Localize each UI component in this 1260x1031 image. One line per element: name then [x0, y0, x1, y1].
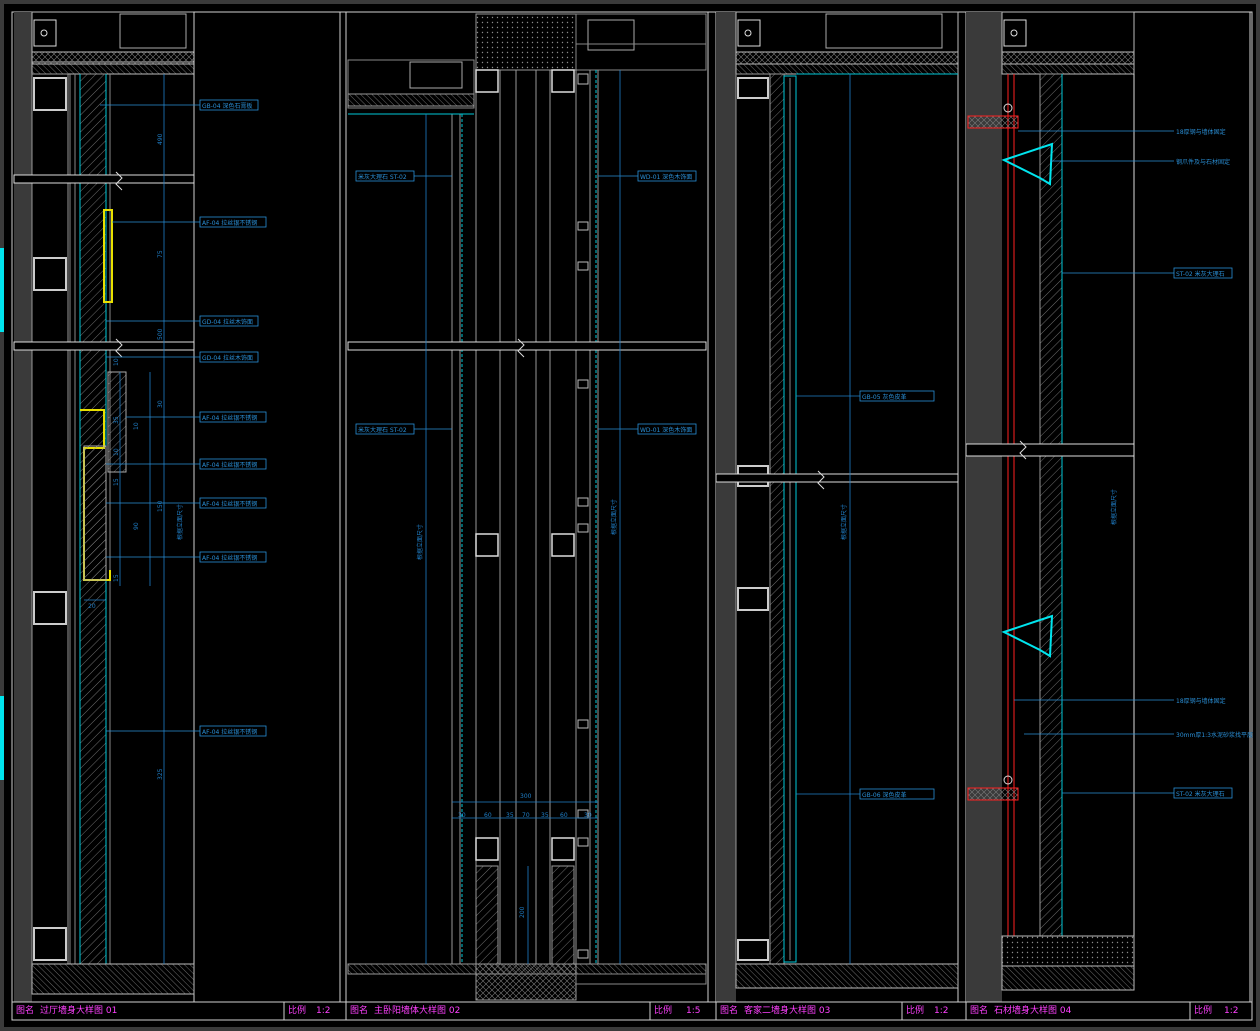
dim: 15	[113, 574, 120, 582]
vertical-note: 根据立面尺寸	[416, 524, 424, 560]
callout: 18厚钢与墙体固定	[1176, 128, 1226, 136]
callout: AF-04 拉丝银不锈钢	[202, 461, 257, 469]
panel-3-scale: 1:2	[934, 1006, 949, 1016]
panel-2-title: 主卧阳墙体大样图 02	[374, 1006, 461, 1016]
callout: GD-04 拉丝木饰面	[202, 318, 253, 326]
panel-4-title: 石材墙身大样图 04	[994, 1006, 1072, 1016]
callout: WD-01 深色木饰面	[640, 426, 692, 434]
panel-1-scale: 1:2	[316, 1006, 331, 1016]
panel-3-scale-label: 比例	[906, 1006, 925, 1016]
vertical-note: 根据立面尺寸	[840, 504, 848, 540]
callout: ST-02 米灰大理石	[1176, 790, 1225, 798]
panel-2-detail: 米灰大理石 ST-02 WD-01 深色木饰面 米灰大理石 ST-02 WD-0…	[345, 11, 709, 1003]
vertical-note: 根据立面尺寸	[610, 499, 618, 535]
callout: AF-04 拉丝银不锈钢	[202, 728, 257, 736]
dim: 75	[157, 250, 164, 258]
side-marker	[0, 696, 4, 780]
dim: 70	[522, 812, 530, 819]
panel-2-scale-label: 比例	[654, 1006, 673, 1016]
panel-1-title: 过厅墙身大样图 01	[40, 1006, 118, 1016]
dim: 35	[113, 416, 120, 424]
callout: AF-04 拉丝银不锈钢	[202, 500, 257, 508]
callout: WD-01 深色木饰面	[640, 173, 692, 181]
dim: 30	[458, 812, 466, 819]
panel-3-detail: GB-05 灰色皮革 GB-06 深色皮革 根据立面尺寸	[715, 11, 959, 1003]
panel-1-scale-label: 比例	[288, 1006, 307, 1016]
callout: 钢爪件及与石材固定	[1176, 158, 1230, 166]
dim: 30	[584, 812, 592, 819]
panel-2-scale: 1:5	[686, 1006, 701, 1016]
dim: 300	[520, 793, 532, 800]
dim: 150	[157, 500, 164, 512]
dim: 490	[157, 133, 164, 145]
dim: 200	[519, 906, 526, 918]
dim: 10	[113, 448, 120, 456]
dim: 60	[560, 812, 568, 819]
callout: 18厚钢与墙体固定	[1176, 697, 1226, 705]
panel-4-detail: 18厚钢与墙体固定 钢爪件及与石材固定 ST-02 米灰大理石 18厚钢与墙体固…	[965, 11, 1253, 1003]
callout: AF-04 拉丝银不锈钢	[202, 219, 257, 227]
panel-1-detail: GB-04 深色石膏板 AF-04 拉丝银不锈钢 GD-04 拉丝木饰面 GD-…	[13, 11, 341, 1003]
callout: GD-04 拉丝木饰面	[202, 354, 253, 362]
dim: 20	[88, 603, 96, 610]
title-block	[12, 1001, 1252, 1020]
dim: 35	[541, 812, 549, 819]
callout: GB-05 灰色皮革	[862, 393, 906, 401]
callout: GB-06 深色皮革	[862, 791, 906, 799]
dim: 500	[157, 328, 164, 340]
panel-4-scale: 1:2	[1224, 1006, 1239, 1016]
dim: 90	[133, 522, 140, 530]
callout: 米灰大理石 ST-02	[358, 173, 407, 181]
side-marker	[0, 248, 4, 332]
callout: 米灰大理石 ST-02	[358, 426, 407, 434]
callout: ST-02 米灰大理石	[1176, 270, 1225, 278]
panel-4-name-label: 图名	[970, 1006, 989, 1016]
dim: 60	[484, 812, 492, 819]
panel-3-title: 客家二墙身大样图 03	[744, 1006, 831, 1016]
dim: 10	[113, 358, 120, 366]
callout: AF-04 拉丝银不锈钢	[202, 414, 257, 422]
panel-4-scale-label: 比例	[1194, 1006, 1213, 1016]
dim: 10	[133, 422, 140, 430]
dim: 15	[113, 478, 120, 486]
panel-3-name-label: 图名	[720, 1006, 739, 1016]
callout: 30mm厚1:3水泥砂浆找平层	[1176, 731, 1253, 739]
dim: 30	[157, 400, 164, 408]
vertical-note: 根据立面尺寸	[1110, 489, 1118, 525]
dim: 35	[506, 812, 514, 819]
callout: AF-04 拉丝银不锈钢	[202, 554, 257, 562]
dim: 325	[157, 768, 164, 780]
vertical-note: 根据立面尺寸	[176, 504, 184, 540]
callout: GB-04 深色石膏板	[202, 102, 252, 110]
panel-1-name-label: 图名	[16, 1006, 35, 1016]
panel-2-name-label: 图名	[350, 1006, 369, 1016]
